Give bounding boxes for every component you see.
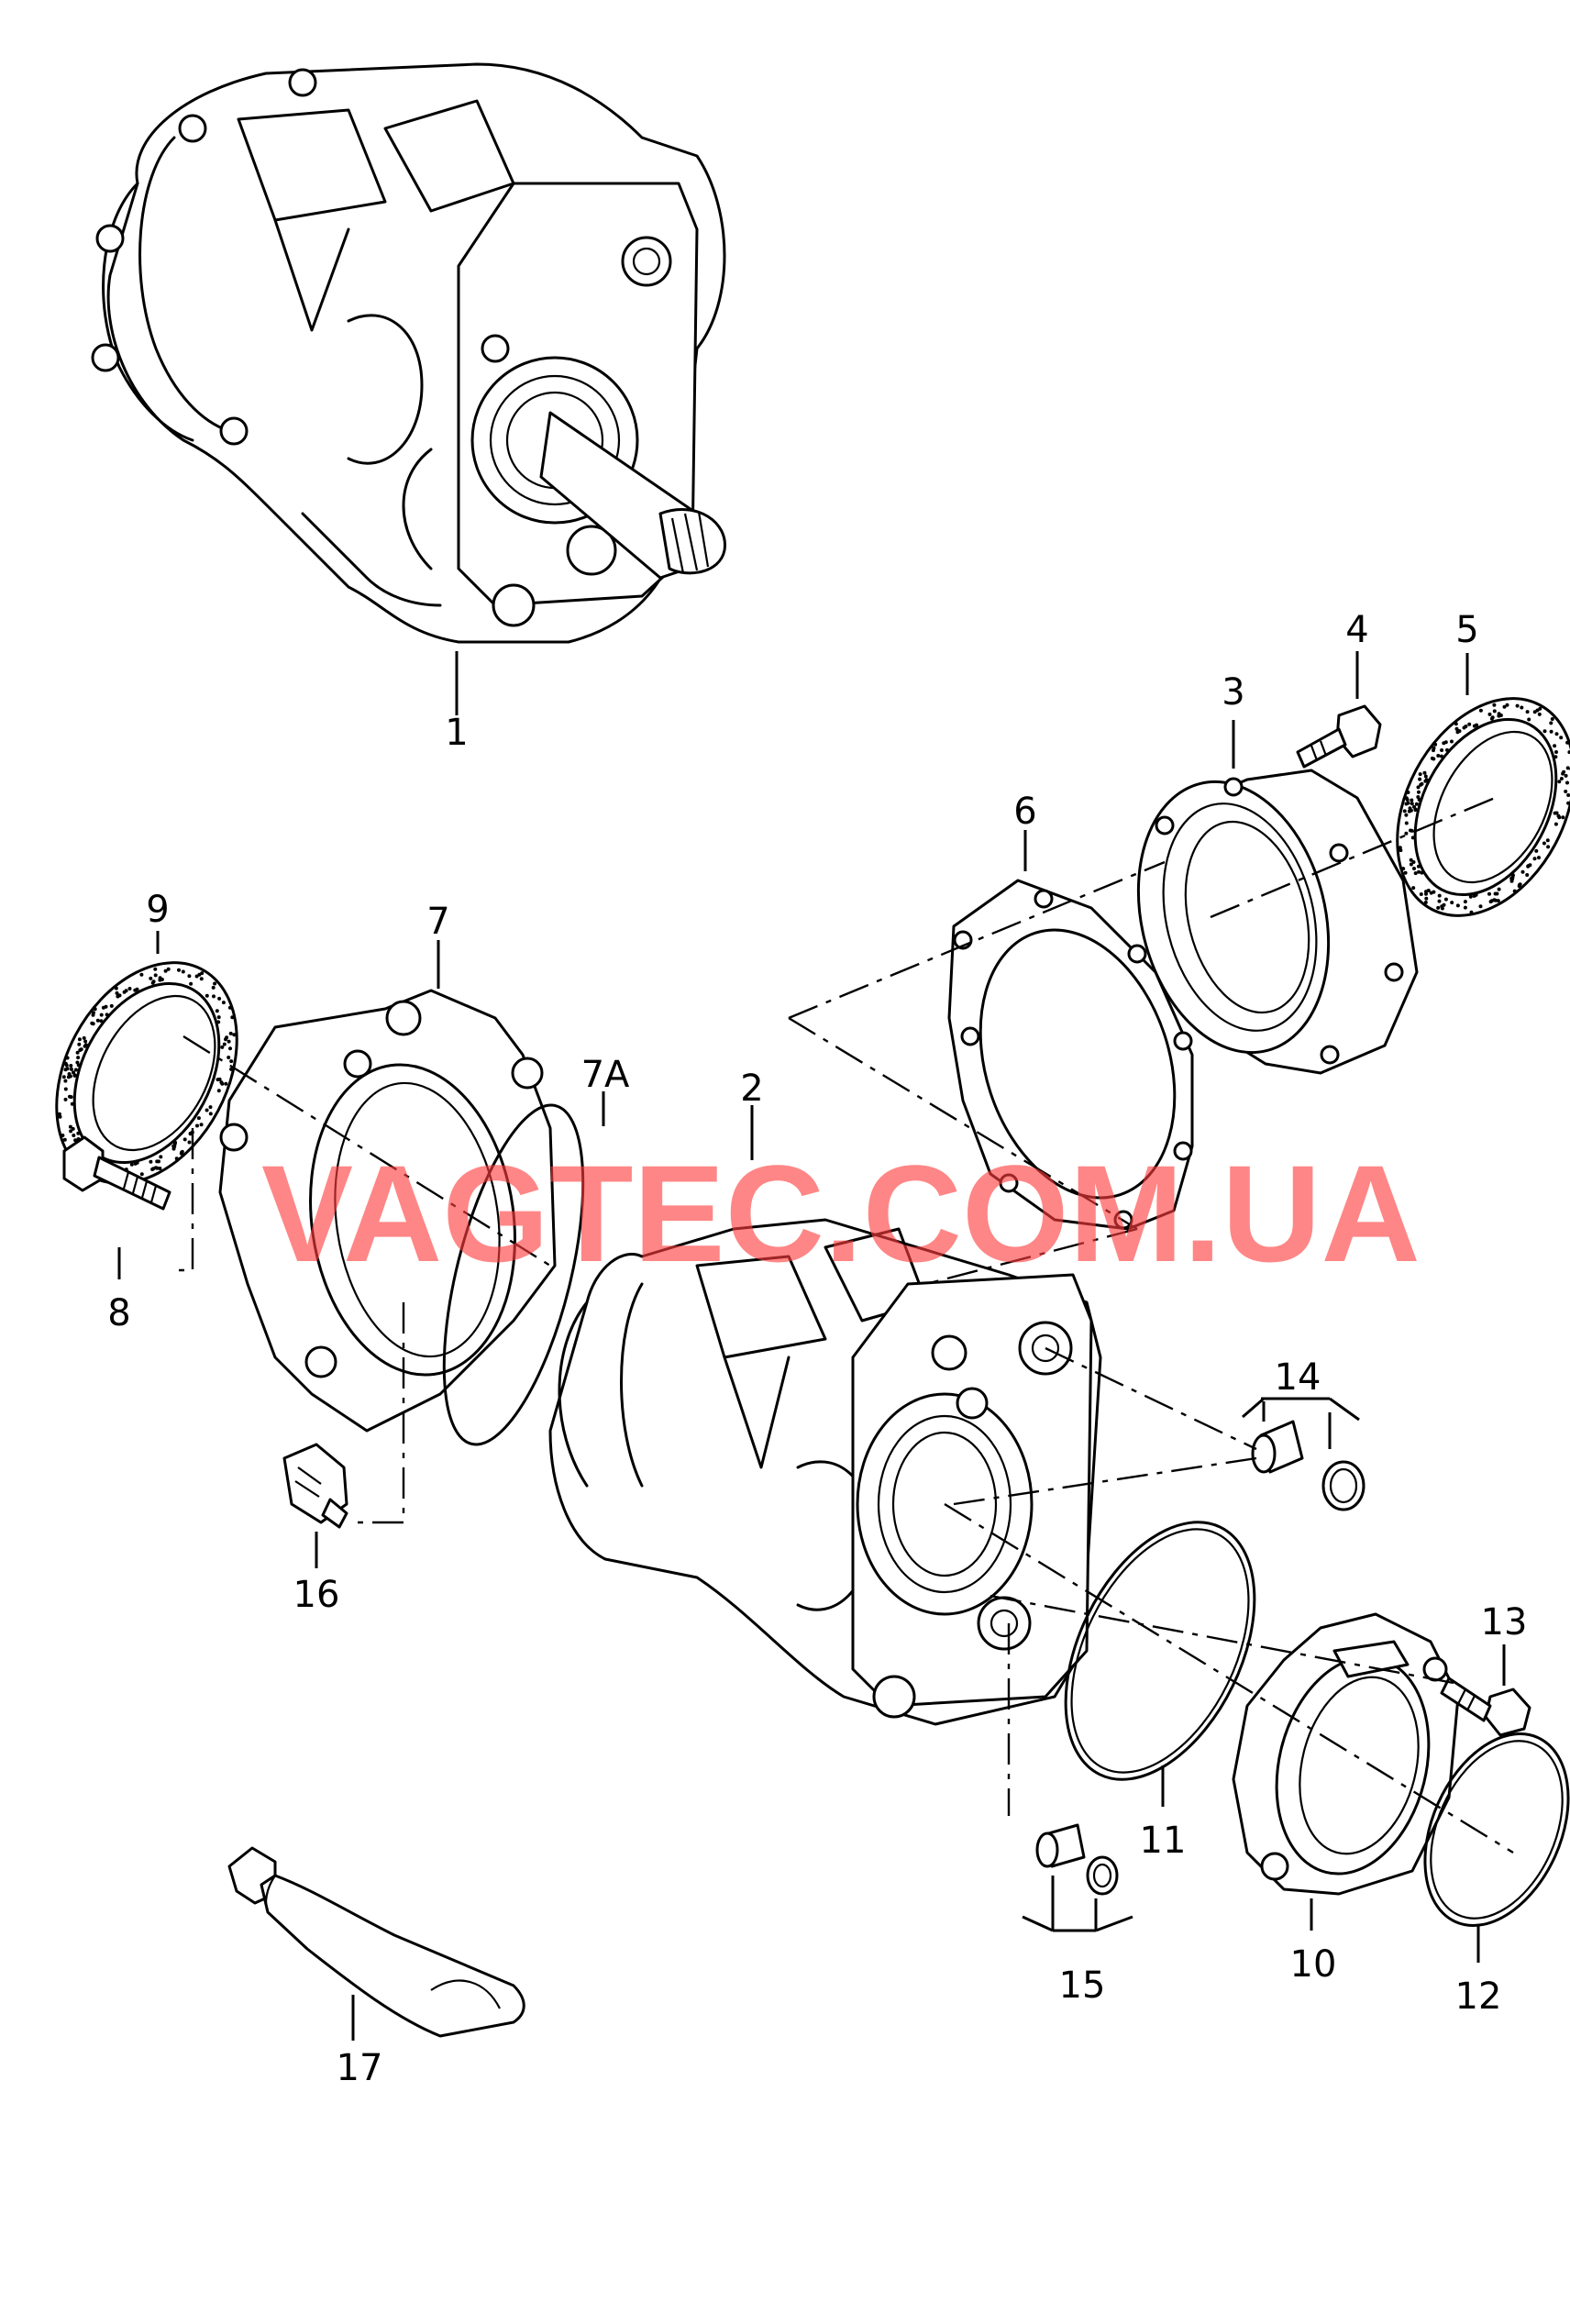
- callout-10: 10: [1290, 1943, 1337, 1986]
- callout-6: 6: [1013, 791, 1036, 833]
- part-8-bolt: [62, 1135, 171, 1211]
- callout-15: 15: [1059, 1964, 1106, 2007]
- part-5-shaft-seal: [1396, 697, 1570, 917]
- callout-13: 13: [1481, 1601, 1528, 1643]
- callout-labels: 1 2 3 4 5 6 7 7A 8 9 10 11 12 13 14 15 1…: [107, 609, 1527, 2089]
- leader-14: [1242, 1397, 1360, 1449]
- callout-9: 9: [146, 889, 169, 931]
- part-14-bushing-and-ring: [1251, 1420, 1365, 1511]
- part-13-bolt: [1440, 1677, 1531, 1737]
- callout-4: 4: [1345, 609, 1368, 651]
- callout-16: 16: [293, 1574, 340, 1616]
- callout-7A: 7A: [581, 1054, 630, 1096]
- part-12-o-ring: [1423, 1732, 1570, 1927]
- part-16-plug: [282, 1443, 348, 1529]
- part-6-gasket: [947, 879, 1194, 1231]
- callout-2: 2: [740, 1068, 763, 1110]
- callout-3: 3: [1222, 671, 1244, 714]
- part-4-bolt: [1296, 704, 1382, 769]
- callout-12: 12: [1455, 1975, 1502, 2018]
- part-3-bearing-housing: [1136, 769, 1419, 1075]
- callout-7: 7: [426, 901, 449, 943]
- callout-5: 5: [1455, 609, 1478, 651]
- part-15-bushing-and-ring: [1035, 1823, 1119, 1896]
- part-17-sealant-tube: [227, 1846, 525, 2038]
- assembly-axis-lines: [170, 796, 1514, 1854]
- part-10-output-cover: [1232, 1612, 1460, 1896]
- part-2-transfer-case-housing: [548, 1218, 1102, 1726]
- callout-14: 14: [1275, 1356, 1321, 1399]
- callout-8: 8: [107, 1292, 130, 1334]
- seal-5-texture: [1398, 703, 1570, 914]
- part-1-transfer-case-assembly: [91, 62, 726, 644]
- leader-15: [1022, 1876, 1133, 1932]
- part-7A-o-ring: [442, 1103, 585, 1446]
- part-11-o-ring: [1064, 1521, 1256, 1781]
- callout-17: 17: [337, 2047, 383, 2089]
- callout-11: 11: [1140, 1820, 1187, 1862]
- part-7-front-cover: [218, 989, 557, 1433]
- seal-9-texture: [57, 967, 237, 1182]
- watermark: VAGTEC.COM.UA: [261, 1136, 1421, 1290]
- callout-1: 1: [445, 712, 468, 754]
